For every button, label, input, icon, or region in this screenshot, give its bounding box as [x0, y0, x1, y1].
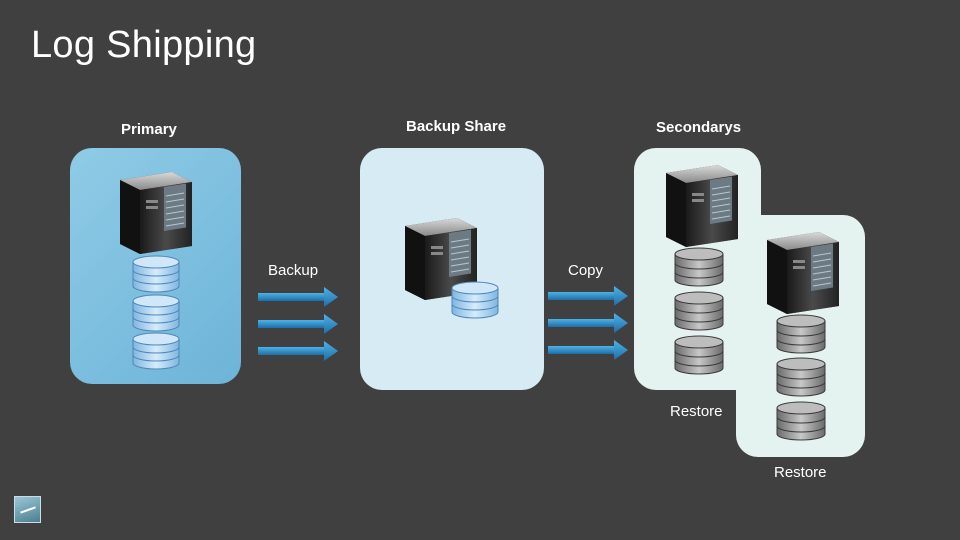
primary-database-icon-1: [132, 255, 180, 293]
secondary-server-icon-1: [665, 164, 739, 248]
logo-icon: [14, 496, 41, 523]
secondary2-database-icon-1: [776, 314, 826, 354]
secondary2-database-icon-3: [776, 401, 826, 441]
backup-arrow-icon-3: [258, 341, 338, 361]
backup-arrow-icon-1: [258, 287, 338, 307]
copy-label: Copy: [568, 262, 604, 279]
copy-arrow-icon-1: [548, 286, 628, 306]
secondarys-label: Secondarys: [656, 119, 742, 136]
backup-label: Backup: [268, 262, 319, 279]
primary-label: Primary: [121, 121, 177, 138]
backup-arrow-icon-2: [258, 314, 338, 334]
copy-arrow-icon-2: [548, 313, 628, 333]
secondary1-database-icon-2: [674, 291, 724, 331]
restore-label-2: Restore: [774, 464, 827, 481]
secondary1-database-icon-3: [674, 335, 724, 375]
primary-database-icon-3: [132, 332, 180, 370]
secondary2-database-icon-2: [776, 357, 826, 397]
page-title: Log Shipping: [31, 24, 257, 66]
share-database-icon: [451, 281, 499, 319]
secondary1-database-icon-1: [674, 247, 724, 287]
restore-label-1: Restore: [670, 403, 723, 420]
primary-database-icon-2: [132, 294, 180, 332]
primary-server-icon: [119, 171, 193, 255]
backup-share-label: Backup Share: [406, 118, 507, 135]
secondary-server-icon-2: [766, 231, 840, 315]
copy-arrow-icon-3: [548, 340, 628, 360]
